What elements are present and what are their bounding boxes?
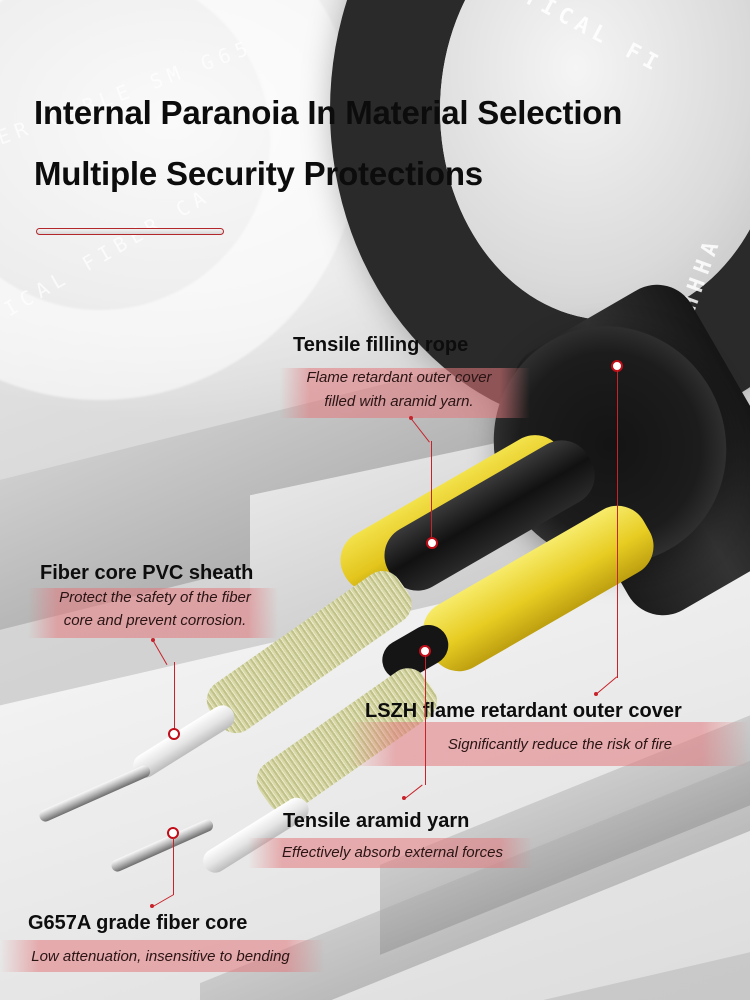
callout-title: Tensile filling rope — [293, 334, 469, 356]
leader-line — [431, 441, 432, 541]
leader-line — [174, 662, 175, 732]
leader-tip — [151, 638, 155, 642]
leader-line — [173, 837, 174, 895]
callout-description-line: Flame retardant outer cover — [306, 369, 492, 386]
callout-description-line: Significantly reduce the risk of fire — [447, 736, 673, 753]
callout-title: LSZH flame retardant outer cover — [365, 700, 682, 722]
callout-description-line: filled with aramid yarn. — [324, 393, 474, 410]
callout-band — [280, 368, 530, 418]
headline-line-2: Multiple Security Protections — [34, 155, 483, 192]
callout-description-line: Low attenuation, insensitive to bending — [31, 948, 290, 965]
leader-tip — [150, 904, 154, 908]
callout-title: Tensile aramid yarn — [283, 810, 470, 832]
callout-title: Fiber core PVC sheath — [40, 562, 254, 584]
leader-line — [425, 655, 426, 785]
callout-band — [0, 940, 325, 972]
headline-line-1: Internal Paranoia In Material Selection — [34, 94, 623, 131]
accent-bar — [36, 228, 224, 235]
leader-tip — [409, 416, 413, 420]
callout-description-line: core and prevent corrosion. — [63, 612, 247, 629]
leader-line — [617, 370, 618, 678]
leader-tip — [402, 796, 406, 800]
marker-dot — [168, 728, 180, 740]
callout-title: G657A grade fiber core — [28, 912, 248, 934]
leader-line — [152, 640, 168, 665]
marker-dot — [426, 537, 438, 549]
callout-description-line: Protect the safety of the fiber — [59, 589, 251, 606]
callout-band — [28, 588, 278, 638]
leader-tip — [594, 692, 598, 696]
callout-description-line: Effectively absorb external forces — [282, 844, 503, 861]
callout-band — [248, 838, 533, 868]
callout-band — [348, 722, 750, 766]
